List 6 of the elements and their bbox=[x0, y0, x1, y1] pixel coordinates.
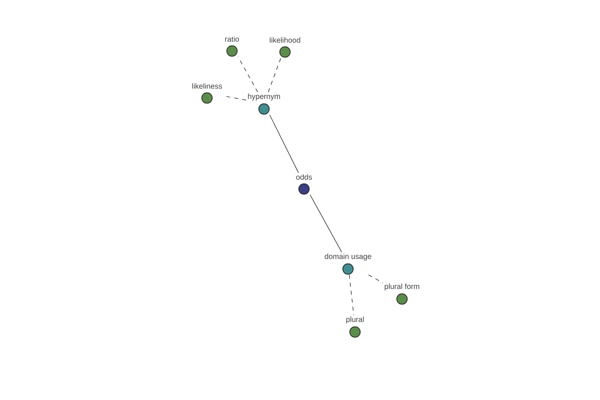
connector-line bbox=[349, 274, 354, 316]
connector-line bbox=[368, 274, 384, 284]
connector-line bbox=[238, 56, 258, 92]
connector-line bbox=[310, 194, 342, 252]
connector-line bbox=[268, 58, 282, 92]
connector-line bbox=[269, 114, 299, 174]
